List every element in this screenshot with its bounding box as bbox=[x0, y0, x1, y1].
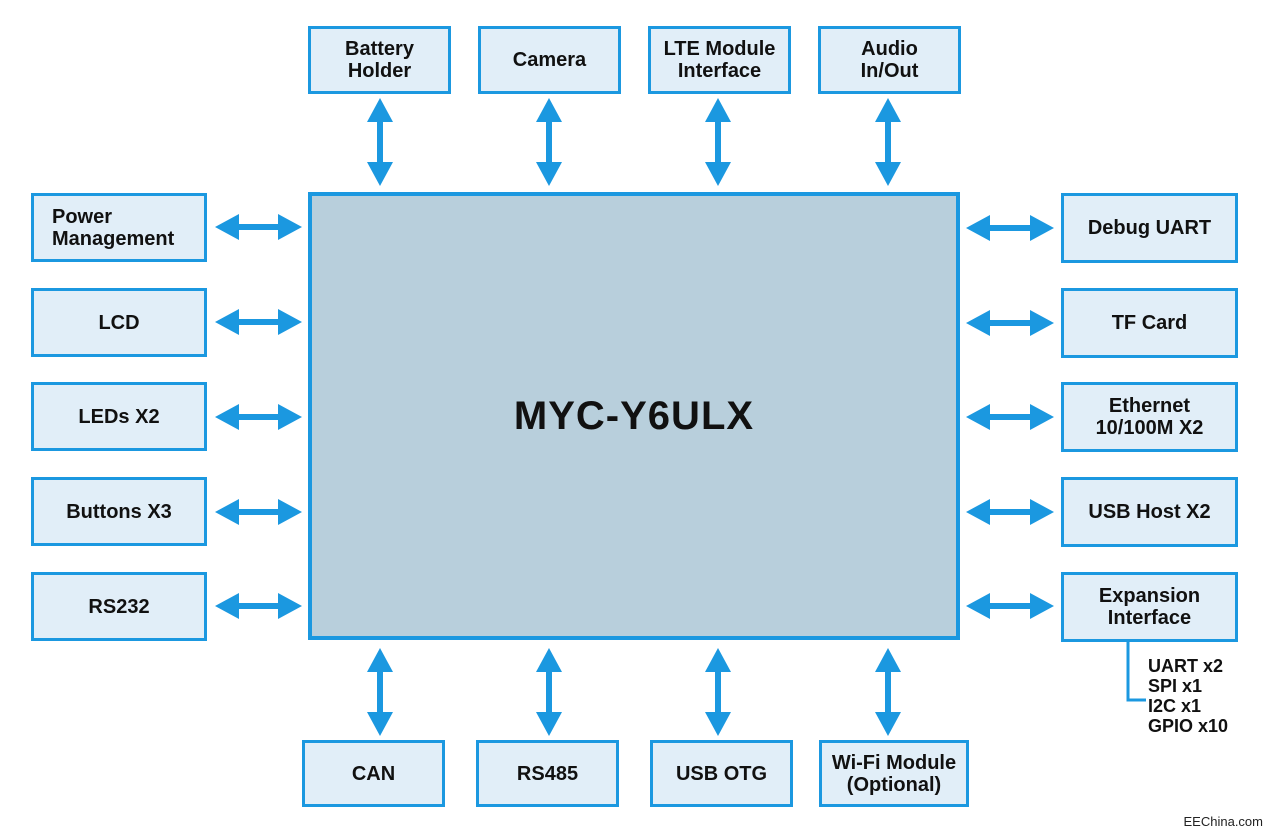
tf-card-label: TF Card bbox=[1111, 312, 1188, 334]
power-management-box: Power Management bbox=[31, 193, 207, 262]
ethernet-box: Ethernet 10/100M X2 bbox=[1061, 382, 1238, 452]
usb-host-label: USB Host X2 bbox=[1088, 501, 1211, 523]
can-label: CAN bbox=[351, 762, 396, 785]
battery-holder-label: Battery Holder bbox=[345, 38, 414, 82]
expansion-item-uart: UART x2 bbox=[1148, 656, 1224, 676]
expansion-connector-line bbox=[1126, 642, 1146, 702]
top-arrow-1 bbox=[536, 98, 562, 186]
right-arrow-3 bbox=[966, 499, 1054, 525]
left-arrow-3 bbox=[215, 499, 302, 525]
usb-host-box: USB Host X2 bbox=[1061, 477, 1238, 547]
ethernet-label: Ethernet 10/100M X2 bbox=[1095, 395, 1204, 439]
usb-otg-label: USB OTG bbox=[675, 762, 768, 785]
battery-holder-box: Battery Holder bbox=[308, 26, 451, 94]
expansion-item-spi: SPI x1 bbox=[1148, 676, 1203, 696]
watermark: EEChina.com bbox=[1183, 814, 1263, 829]
left-arrow-1 bbox=[215, 309, 302, 335]
debug-uart-box: Debug UART bbox=[1061, 193, 1238, 263]
right-arrow-0 bbox=[966, 215, 1054, 241]
usb-otg-box: USB OTG bbox=[650, 740, 793, 807]
buttons-box: Buttons X3 bbox=[31, 477, 207, 546]
buttons-label: Buttons X3 bbox=[66, 500, 172, 523]
camera-label: Camera bbox=[512, 49, 587, 71]
top-arrow-2 bbox=[705, 98, 731, 186]
can-box: CAN bbox=[302, 740, 445, 807]
right-arrow-4 bbox=[966, 593, 1054, 619]
core-module-label: MYC-Y6ULX bbox=[513, 393, 755, 438]
right-arrow-2 bbox=[966, 404, 1054, 430]
bottom-arrow-3 bbox=[875, 648, 901, 736]
rs232-box: RS232 bbox=[31, 572, 207, 641]
lcd-label: LCD bbox=[98, 311, 140, 334]
audio-label: Audio In/Out bbox=[860, 38, 919, 82]
left-arrow-4 bbox=[215, 593, 302, 619]
rs485-box: RS485 bbox=[476, 740, 619, 807]
debug-uart-label: Debug UART bbox=[1087, 217, 1212, 239]
top-arrow-3 bbox=[875, 98, 901, 186]
expansion-item-gpio: GPIO x10 bbox=[1148, 716, 1229, 736]
lte-module-box: LTE Module Interface bbox=[648, 26, 791, 94]
expansion-list: UART x2 SPI x1 I2C x1 GPIO x10 bbox=[1148, 656, 1228, 736]
expansion-interface-label: Expansion Interface bbox=[1098, 585, 1201, 629]
bottom-arrow-0 bbox=[367, 648, 393, 736]
leds-box: LEDs X2 bbox=[31, 382, 207, 451]
wifi-module-box: Wi-Fi Module (Optional) bbox=[819, 740, 969, 807]
expansion-interface-box: Expansion Interface bbox=[1061, 572, 1238, 642]
power-management-label: Power Management bbox=[52, 205, 175, 250]
camera-box: Camera bbox=[478, 26, 621, 94]
expansion-item-i2c: I2C x1 bbox=[1148, 696, 1202, 716]
rs485-label: RS485 bbox=[516, 762, 579, 785]
left-arrow-0 bbox=[215, 214, 302, 240]
bottom-arrow-1 bbox=[536, 648, 562, 736]
leds-label: LEDs X2 bbox=[78, 405, 160, 428]
right-arrow-1 bbox=[966, 310, 1054, 336]
top-arrow-0 bbox=[367, 98, 393, 186]
wifi-module-label: Wi-Fi Module (Optional) bbox=[831, 751, 957, 796]
lcd-box: LCD bbox=[31, 288, 207, 357]
audio-box: Audio In/Out bbox=[818, 26, 961, 94]
lte-module-label: LTE Module Interface bbox=[663, 38, 776, 82]
rs232-label: RS232 bbox=[88, 595, 150, 618]
left-arrow-2 bbox=[215, 404, 302, 430]
tf-card-box: TF Card bbox=[1061, 288, 1238, 358]
bottom-arrow-2 bbox=[705, 648, 731, 736]
core-module-box: MYC-Y6ULX bbox=[308, 192, 960, 640]
